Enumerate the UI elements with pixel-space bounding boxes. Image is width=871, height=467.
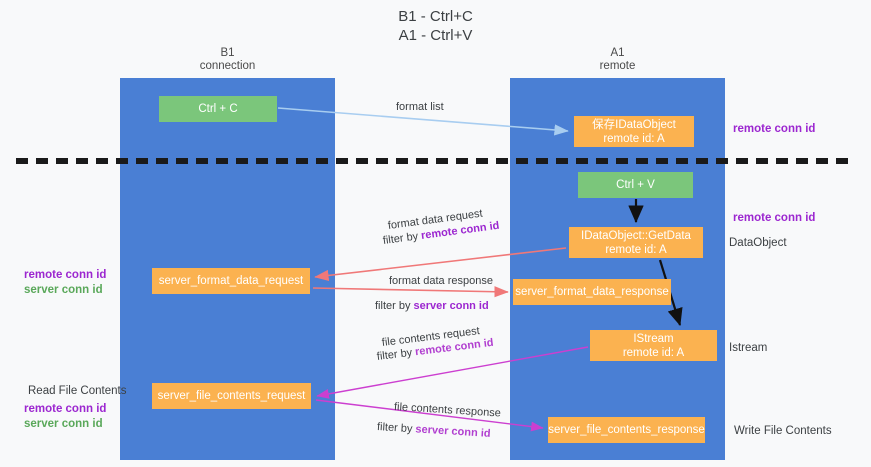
node-istream[interactable]: IStream remote id: A: [590, 330, 717, 361]
column-header-b1: B1 connection: [120, 47, 335, 73]
filter-key-server-conn-id: server conn id: [415, 423, 491, 440]
column-header-a1-name: A1: [610, 47, 625, 59]
annotation-right-remote-conn-id-mid: remote conn id: [733, 212, 816, 224]
annotation-left-remote-conn-id: remote conn id: [24, 269, 107, 281]
filter-prefix: filter by: [376, 346, 416, 363]
annotation-right-write-file-contents: Write File Contents: [734, 425, 832, 437]
filter-prefix: filter by: [382, 230, 422, 247]
annotation-left-server-conn-id: server conn id: [24, 284, 103, 296]
column-header-b1-role: connection: [199, 60, 256, 72]
column-header-a1: A1 remote: [510, 47, 725, 73]
annotation-right-dataobject: DataObject: [729, 237, 787, 249]
annotation-left-remote-conn-id-2: remote conn id: [24, 403, 107, 415]
node-ctrl-c[interactable]: Ctrl + C: [159, 96, 277, 122]
node-save-idataobject[interactable]: 保存IDataObject remote id: A: [574, 116, 694, 147]
node-server-file-contents-response[interactable]: server_file_contents_response: [548, 417, 705, 443]
node-server-file-contents-request-label: server_file_contents_request: [157, 390, 306, 402]
edge-label-format-list: format list: [396, 101, 444, 113]
node-server-format-data-response[interactable]: server_format_data_response: [513, 279, 671, 305]
edge-label-format-data-response-filter: filter by server conn id: [375, 299, 489, 314]
annotation-right-remote-conn-id-top: remote conn id: [733, 123, 816, 135]
node-istream-label: IStream: [633, 332, 674, 345]
node-server-format-data-request-label: server_format_data_request: [158, 275, 304, 287]
node-istream-sub: remote id: A: [622, 346, 685, 359]
edge-label-file-contents-response: file contents response: [393, 401, 502, 420]
node-save-idataobject-sub: remote id: A: [603, 132, 665, 145]
node-server-file-contents-request[interactable]: server_file_contents_request: [152, 383, 311, 409]
diagram-title: B1 - Ctrl+C A1 - Ctrl+V: [398, 8, 473, 44]
edge-label-file-contents-response-filter: filter by server conn id: [377, 420, 491, 442]
edge-label-format-data-response: format data response: [389, 275, 493, 287]
column-header-b1-name: B1: [220, 47, 235, 59]
node-ctrl-v[interactable]: Ctrl + V: [578, 172, 693, 198]
node-idataobject-getdata[interactable]: IDataObject::GetData remote id: A: [569, 227, 703, 258]
phase-divider: [16, 158, 855, 164]
node-server-format-data-request[interactable]: server_format_data_request: [152, 268, 310, 294]
column-header-a1-role: remote: [599, 60, 636, 72]
node-idataobject-getdata-sub: remote id: A: [605, 243, 667, 256]
node-idataobject-getdata-label: IDataObject::GetData: [581, 229, 691, 242]
node-ctrl-c-label: Ctrl + C: [198, 103, 238, 115]
node-ctrl-v-label: Ctrl + V: [616, 179, 655, 191]
filter-prefix: filter by: [375, 300, 414, 312]
annotation-left-server-conn-id-2: server conn id: [24, 418, 103, 430]
annotation-left-read-file-contents: Read File Contents: [28, 385, 127, 397]
annotation-right-istream: Istream: [729, 342, 768, 354]
filter-prefix: filter by: [376, 421, 416, 436]
node-server-format-data-response-label: server_format_data_response: [515, 286, 669, 298]
node-server-file-contents-response-label: server_file_contents_response: [548, 424, 705, 436]
filter-key-server-conn-id: server conn id: [413, 300, 489, 312]
node-save-idataobject-label: 保存IDataObject: [592, 118, 676, 131]
